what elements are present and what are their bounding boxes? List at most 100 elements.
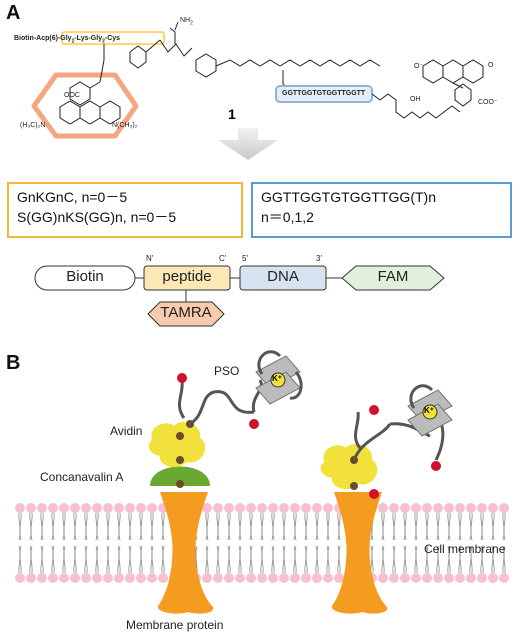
red-dot	[369, 489, 379, 499]
lipid-tail	[261, 545, 264, 574]
lipid-tail	[117, 545, 120, 574]
lipid-tail	[128, 545, 131, 574]
lipid-tail	[404, 512, 407, 541]
dna-variants-box: GGTTGGTGTGGTTGG(T)n n＝0,1,2	[251, 182, 512, 238]
lipid-tail	[316, 512, 319, 541]
lipid-tail	[381, 545, 384, 574]
lipid-head	[422, 503, 432, 513]
lipid-tail	[84, 545, 87, 574]
membrane-protein-right	[331, 492, 388, 614]
fam-coo-label: COO⁻	[478, 99, 498, 106]
lipid-tail	[161, 545, 164, 574]
lipid-tail	[338, 545, 341, 574]
lipid-tail	[305, 512, 308, 541]
lipid-tail	[74, 512, 77, 541]
lipid-head	[433, 573, 443, 583]
lipid-tail	[293, 512, 296, 541]
lipid-tail	[491, 512, 494, 541]
lipid-tail	[118, 512, 121, 541]
biotin-label: Biotin	[66, 268, 104, 285]
lipid-head	[378, 573, 388, 583]
lipid-head	[279, 573, 289, 583]
fam-o-label: O	[488, 62, 494, 69]
lipid-tail	[40, 545, 43, 574]
lipid-head	[411, 573, 421, 583]
lipid-tail	[481, 545, 484, 574]
lipid-tail	[150, 512, 153, 541]
pso-strand	[354, 411, 362, 449]
lipid-head	[290, 503, 300, 513]
lipid-tail	[19, 512, 22, 541]
lipid-head	[136, 573, 146, 583]
lipid-head	[444, 503, 454, 513]
lipid-head	[48, 503, 58, 513]
lipid-tail	[425, 512, 428, 541]
lipid-head	[246, 503, 256, 513]
lipid-head	[213, 573, 223, 583]
lipid-head	[37, 573, 47, 583]
lipid-tail	[458, 512, 461, 541]
avidin-left	[148, 422, 206, 468]
lipid-tail	[85, 512, 88, 541]
lipid-tail	[128, 512, 131, 541]
compound-number: 1	[228, 106, 236, 122]
lipid-tail	[414, 545, 417, 574]
lipid-tail	[261, 512, 264, 541]
lipid-head	[158, 573, 168, 583]
lipid-head	[48, 573, 58, 583]
lipid-head	[422, 573, 432, 583]
lipid-tail	[282, 512, 285, 541]
lipid-tail	[403, 545, 406, 574]
lipid-head	[334, 573, 344, 583]
red-dot	[249, 419, 259, 429]
lipid-head	[37, 503, 47, 513]
pso-strand	[352, 423, 392, 461]
lipid-head	[147, 503, 157, 513]
peptide-variants-line1: GnKGnC, n=0－5	[17, 189, 128, 205]
lipid-head	[279, 503, 289, 513]
lipid-head	[389, 573, 399, 583]
lipid-tail	[260, 545, 263, 574]
lipid-tail	[337, 512, 340, 541]
lipid-head	[499, 503, 509, 513]
lipid-head	[400, 503, 410, 513]
lipid-tail	[426, 545, 429, 574]
lipid-head	[235, 503, 245, 513]
lipid-tail	[118, 545, 121, 574]
lipid-head	[268, 503, 278, 513]
fam-label: FAM	[377, 268, 409, 285]
lipid-tail	[117, 512, 120, 541]
oh-label: OH	[410, 96, 421, 103]
lipid-head	[323, 573, 333, 583]
lipid-tail	[382, 512, 385, 541]
lipid-head	[257, 503, 267, 513]
lipid-tail	[85, 545, 88, 574]
lipid-head	[235, 573, 245, 583]
lipid-head	[411, 503, 421, 513]
lipid-tail	[271, 545, 274, 574]
lipid-tail	[139, 545, 142, 574]
lipid-tail	[437, 512, 440, 541]
chemical-structure	[31, 21, 484, 160]
lipid-head	[268, 573, 278, 583]
lipid-tail	[326, 512, 329, 541]
lipid-tail	[492, 545, 495, 574]
lipid-head	[455, 573, 465, 583]
lipid-tail	[249, 545, 252, 574]
lipid-tail	[107, 545, 110, 574]
lipid-head	[125, 503, 135, 513]
lipid-head	[114, 573, 124, 583]
lipid-tail	[206, 512, 209, 541]
concanavalin-shape	[150, 466, 210, 486]
lipid-head	[257, 573, 267, 583]
lipid-tail	[52, 512, 55, 541]
lipid-tail	[480, 545, 483, 574]
lipid-tail	[327, 545, 330, 574]
lipid-tail	[304, 545, 307, 574]
lipid-tail	[316, 545, 319, 574]
lipid-tail	[425, 545, 428, 574]
lipid-tail	[250, 512, 253, 541]
lipid-head	[202, 503, 212, 513]
lipid-tail	[205, 545, 208, 574]
k-ion-right-label: K⁺	[424, 406, 434, 415]
